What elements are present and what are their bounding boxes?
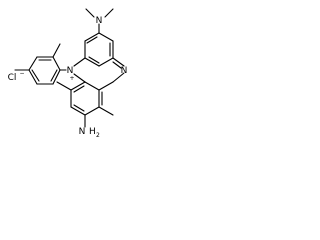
bond-aryl-6 [52,69,61,85]
bond-ringA-3-double [88,56,100,64]
bond-ringB-5 [84,81,100,91]
bond-ringB-3 [112,72,125,83]
bonds [14,8,125,128]
atom-n-dimethylamino: N [96,16,103,26]
atom-amino-h: H [89,127,96,137]
bond-aryl-1 [52,56,61,71]
bond-aryl-3 [28,56,38,71]
atom-n-ring-bottom: N [121,66,128,76]
bond-ringA-6 [98,32,114,42]
bond-ringA-3 [84,57,100,67]
bond-aryl-4-double [31,69,40,82]
bond-ringC-5-double [73,85,85,93]
chemical-structure: N N + N Cl − N H 2 [8,8,128,139]
bond-nme2-methyl-right [104,8,114,18]
bond-ringA-1-double [86,36,98,44]
bond-aryl-4 [28,69,38,85]
bond-ringC-3-double [73,104,85,112]
bond-nme2-methyl-left [85,8,95,18]
bond-ringA-1 [84,32,100,42]
bond-aryl-6-double [50,69,58,82]
bond-methyl-left [56,81,72,91]
bond-ringB-2 [112,57,125,67]
atom-n-plus: N [67,66,74,76]
atom-amino-h-count: 2 [96,132,100,139]
bond-ringB-6 [73,73,86,83]
atom-labels: N N + N Cl − N H 2 [8,16,128,139]
charge-plus: + [69,75,74,82]
bond-ringB-1 [73,57,86,67]
bond-aryl-methyl-ortho [52,43,61,58]
bond-ringA-4 [98,57,114,67]
atom-amino-n: N [79,127,86,137]
charge-minus: − [19,70,24,77]
bond-ringB-4 [98,81,114,91]
bond-ringC-5 [70,81,86,91]
bond-methyl-right [98,106,114,116]
bond-ringB-2-double [112,61,122,69]
bond-ringC-3 [70,106,86,116]
atom-chloride: Cl [8,73,17,83]
bond-ringC-2 [84,106,100,116]
